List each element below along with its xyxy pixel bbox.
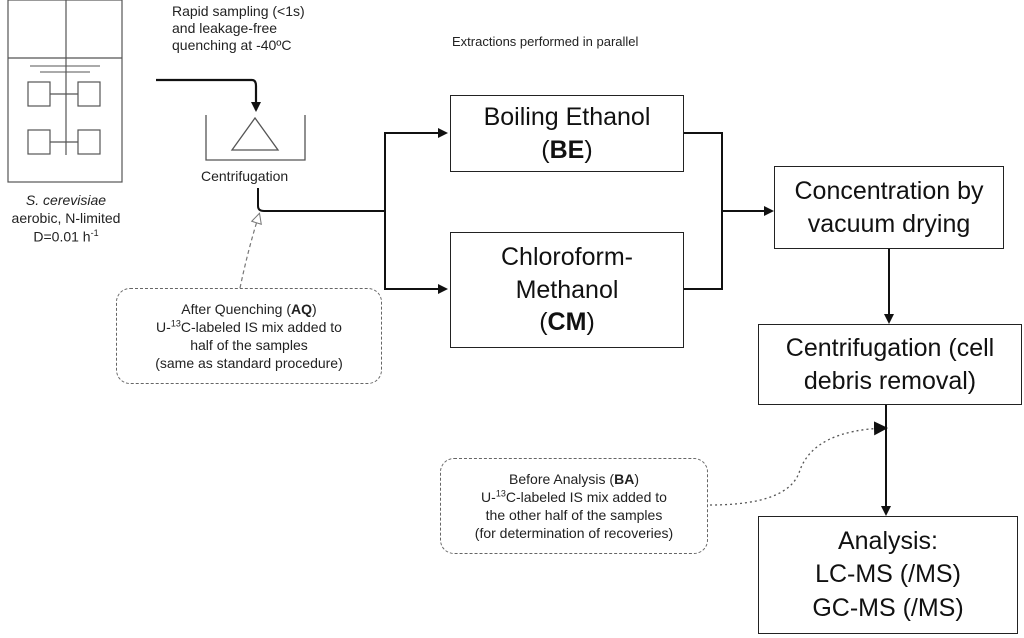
centrifuge-icon [205, 115, 306, 161]
aq-line-3: half of the samples [190, 337, 308, 353]
dilution-rate: D=0.01 h-1 [33, 227, 99, 245]
bioreactor-icon [7, 0, 123, 183]
cm-abbr-line: (CM) [539, 308, 595, 337]
sampling-note-line: quenching at -40ºC [172, 36, 292, 53]
ba-is-line: U-13C-labeled IS mix added to [481, 488, 667, 505]
centrifugation-step-box: Centrifugation (cell debris removal) [758, 324, 1022, 405]
ba-title: Before Analysis (BA) [509, 470, 639, 487]
analysis-box: Analysis: LC-MS (/MS) GC-MS (/MS) [758, 516, 1018, 634]
be-title: Boiling Ethanol [483, 103, 651, 131]
organism-label: S. cerevisiae aerobic, N-limited D=0.01 … [0, 192, 132, 246]
concentration-line-1: Concentration by [794, 177, 984, 205]
concentration-line-2: vacuum drying [807, 209, 971, 238]
ba-line-4: (for determination of recoveries) [474, 525, 674, 542]
ba-line-3: the other half of the samples [485, 507, 663, 523]
cm-title-2: Methanol [515, 275, 619, 304]
analysis-lcms: LC-MS (/MS) [815, 560, 961, 589]
arrow-to-be [384, 128, 448, 211]
cm-title-1: Chloroform- [501, 243, 633, 272]
centrifugation-step-line-2: debris removal) [803, 366, 977, 395]
before-analysis-note: Before Analysis (BA) U-13C-labeled IS mi… [440, 458, 708, 554]
arrow-to-cm [384, 211, 448, 294]
be-abbr-line: (BE) [541, 135, 593, 164]
sampling-note-line: and leakage-free [172, 19, 278, 36]
aq-is-line: U-13C-labeled IS mix added to [156, 318, 342, 335]
parallel-note: Extractions performed in parallel [452, 34, 639, 49]
aq-title: After Quenching (AQ) [181, 300, 317, 317]
sampling-note: Rapid sampling (<1s) and leakage-free qu… [172, 3, 372, 53]
organism-condition: aerobic, N-limited [11, 209, 121, 226]
sampling-note-line: Rapid sampling (<1s) [172, 3, 305, 19]
centrifugation-step-line-1: Centrifugation (cell [785, 334, 995, 362]
ba-connector [709, 421, 888, 506]
chloroform-methanol-box: Chloroform- Methanol (CM) [450, 232, 684, 348]
analysis-title: Analysis: [837, 526, 939, 555]
aq-connector [239, 218, 258, 289]
organism-species: S. cerevisiae [25, 192, 107, 208]
boiling-ethanol-box: Boiling Ethanol (BE) [450, 95, 684, 172]
sampling-arrow [156, 78, 261, 112]
centrifugation-label: Centrifugation [201, 168, 289, 184]
after-quenching-note: After Quenching (AQ) U-13C-labeled IS mi… [116, 288, 382, 384]
concentration-box: Concentration by vacuum drying [774, 166, 1004, 249]
aq-line-4: (same as standard procedure) [155, 355, 343, 372]
analysis-gcms: GC-MS (/MS) [812, 593, 964, 622]
